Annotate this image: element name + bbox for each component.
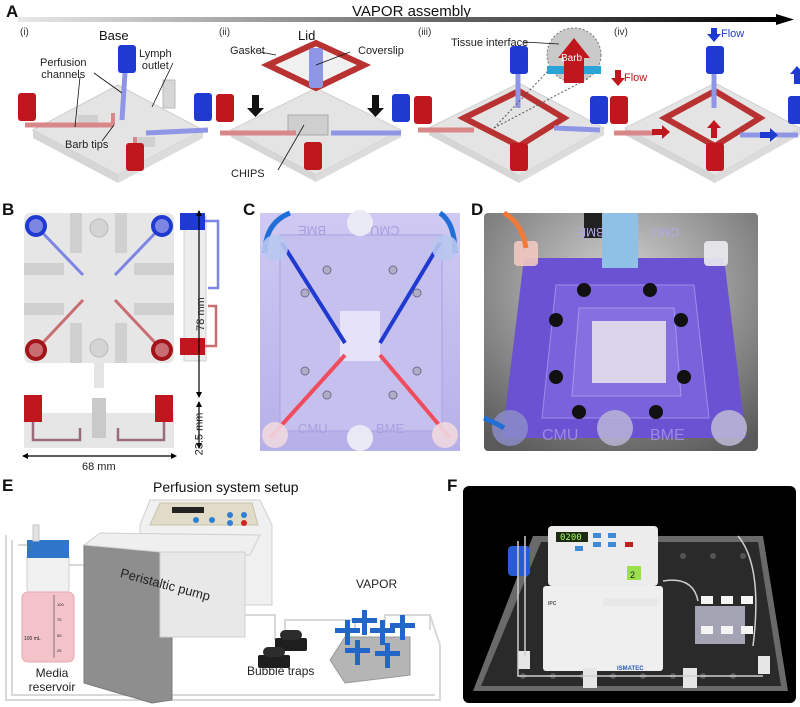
lymph-text: Lymph — [139, 48, 172, 60]
c-engraving-bottom-left: CMU — [298, 421, 328, 436]
panel-e-letter: E — [2, 476, 14, 495]
vapor-label: VAPOR — [356, 577, 398, 591]
c-engraving-top-left: BME — [298, 223, 327, 238]
perfusion-text: Perfusion — [40, 57, 87, 69]
bottle-tick-50: 50 — [57, 633, 62, 638]
perfusion-photo — [463, 486, 796, 703]
reservoir-text: reservoir — [28, 680, 76, 694]
pump-brand: ISMATEC — [617, 666, 644, 672]
bubble-traps-label: Bubble traps — [247, 664, 315, 678]
vapor-drawings — [22, 210, 220, 459]
perfusion-setup-illustration — [5, 499, 441, 704]
pump-display: 0200 — [560, 533, 582, 543]
barb-tips-label: Barb tips — [65, 139, 109, 151]
step-ii-label: (ii) — [219, 27, 231, 38]
gasket-label: Gasket — [230, 45, 265, 57]
vapor-photo-top — [260, 210, 460, 451]
bottle-tick-100: 100 — [57, 602, 64, 607]
step-iv-label: (iv) — [614, 27, 628, 38]
bottle-tick-75: 75 — [57, 617, 62, 622]
pump-model: IPC — [548, 601, 557, 607]
barb-label: Barb — [561, 53, 583, 64]
height-dimension: 78 mm — [194, 297, 207, 331]
media-text: Media — [35, 666, 69, 680]
c-engraving-bottom-right: BME — [376, 421, 405, 436]
channels-text: channels — [41, 69, 86, 81]
vapor-photo-angled — [483, 210, 758, 451]
d-engraving-top-right: CMU — [652, 225, 680, 239]
base-title: Base — [99, 28, 129, 43]
d-engraving-bottom-left: CMU — [542, 427, 579, 444]
depth-dimension: 23.5 mm — [193, 412, 206, 456]
bottle-volume: 100 mL — [24, 636, 41, 642]
interface-illustration — [414, 27, 608, 183]
flow-illustration — [610, 28, 800, 183]
c-engraving-top-right: CMU — [370, 223, 400, 238]
d-engraving-bottom-right: BME — [650, 427, 685, 444]
assembly-header: VAPOR assembly — [352, 3, 471, 20]
outlet-text: outlet — [141, 60, 169, 72]
base-illustration — [18, 45, 212, 183]
width-dimension: 68 mm — [82, 461, 116, 473]
panel-f-letter: F — [447, 476, 458, 495]
lid-illustration — [216, 39, 410, 182]
flow-label-blue: Flow — [721, 28, 745, 40]
bottle-tick-25: 25 — [57, 648, 62, 653]
chips-label: CHIPS — [231, 168, 265, 180]
channel-tag: 2 — [630, 570, 636, 580]
flow-label-red: Flow — [624, 72, 648, 84]
tissue-interface-label: Tissue interface — [451, 37, 529, 49]
d-engraving-top-left: BME — [578, 225, 605, 239]
assembly-arrow — [18, 14, 794, 25]
panel-c-letter: C — [243, 200, 256, 219]
perfusion-title: Perfusion system setup — [153, 479, 299, 495]
panel-d-letter: D — [471, 200, 484, 219]
coverslip-label: Coverslip — [358, 45, 404, 57]
panel-b-letter: B — [2, 200, 15, 219]
step-iii-label: (iii) — [418, 27, 432, 38]
panel-a-letter: A — [6, 2, 19, 21]
lid-title: Lid — [298, 28, 316, 43]
step-i-label: (i) — [20, 27, 29, 38]
